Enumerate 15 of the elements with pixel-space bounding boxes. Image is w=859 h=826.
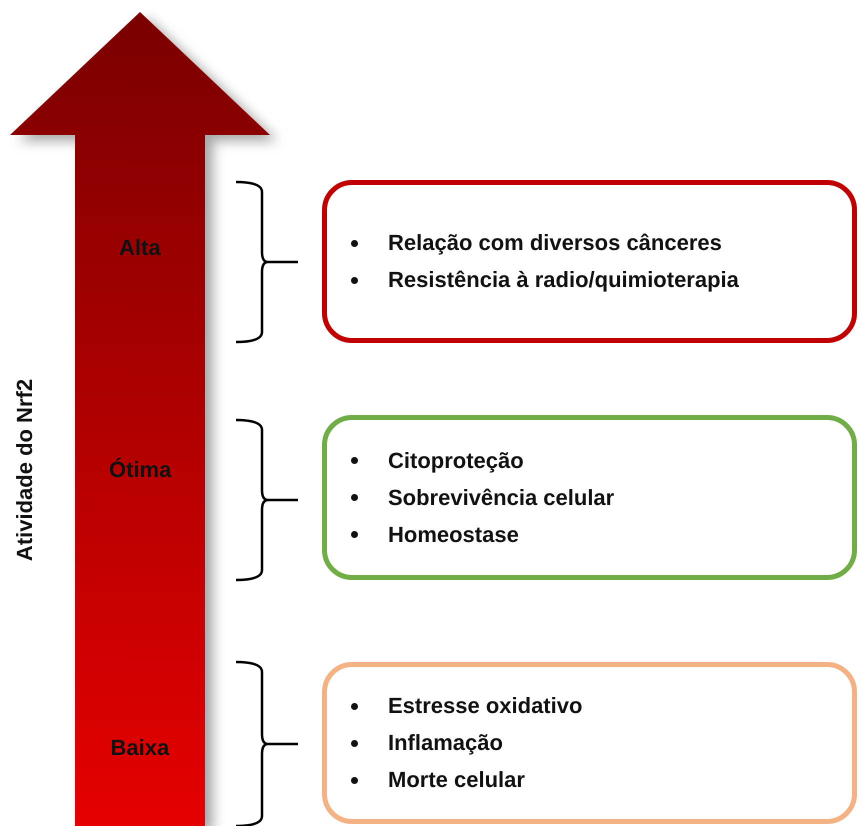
- rounded-box: [322, 415, 857, 580]
- level-label: Baixa: [110, 735, 170, 761]
- rounded-box: [322, 180, 857, 343]
- bullet-text: Resistência à radio/quimioterapia: [388, 267, 739, 293]
- axis-title: Atividade do Nrf2: [12, 378, 38, 562]
- bullet-text: Inflamação: [388, 730, 503, 756]
- bullet-text: Relação com diversos cânceres: [388, 230, 722, 256]
- level-label: Ótima: [109, 457, 172, 483]
- bullet-text: Citoproteção: [388, 448, 524, 474]
- rounded-box: [322, 662, 857, 824]
- bullet-text: Estresse oxidativo: [388, 693, 582, 719]
- bullet-text: Homeostase: [388, 522, 519, 548]
- level-label: Alta: [119, 235, 161, 261]
- bullet-text: Sobrevivência celular: [388, 484, 614, 510]
- bullet-text: Morte celular: [388, 767, 525, 793]
